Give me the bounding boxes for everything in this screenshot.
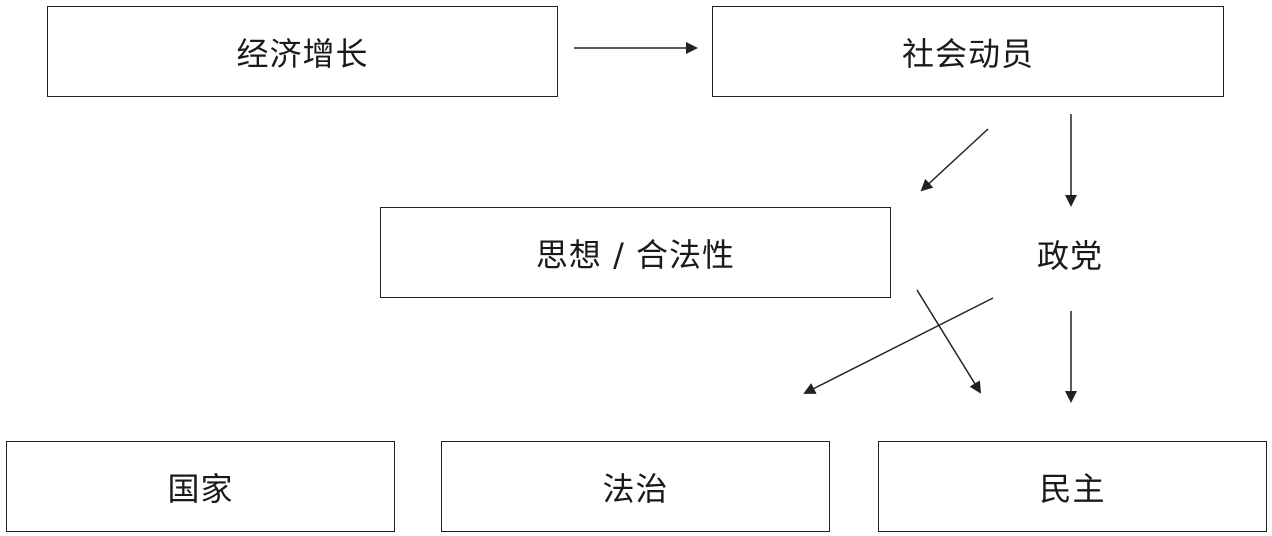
node-political-party: 政党 [1010,224,1130,284]
arrow-mobilization-to-ideology [920,128,989,192]
node-political-party-label: 政党 [1036,237,1103,275]
node-state: 国家 [6,441,395,532]
node-economic-growth: 经济增长 [47,6,558,97]
node-social-mobilization-label: 社会动员 [901,34,1034,73]
node-democracy: 民主 [878,441,1267,532]
node-state-label: 国家 [167,469,234,508]
node-democracy-label: 民主 [1039,469,1106,508]
node-ideology-legitimacy-label: 思想 / 合法性 [535,235,736,274]
node-economic-growth-label: 经济增长 [236,34,369,73]
node-rule-of-law-label: 法治 [602,469,669,508]
node-social-mobilization: 社会动员 [712,6,1224,97]
node-ideology-legitimacy: 思想 / 合法性 [380,207,891,298]
node-rule-of-law: 法治 [441,441,830,532]
arrow-ideology-to-democracy [916,289,982,394]
arrow-party-to-state [803,297,994,394]
